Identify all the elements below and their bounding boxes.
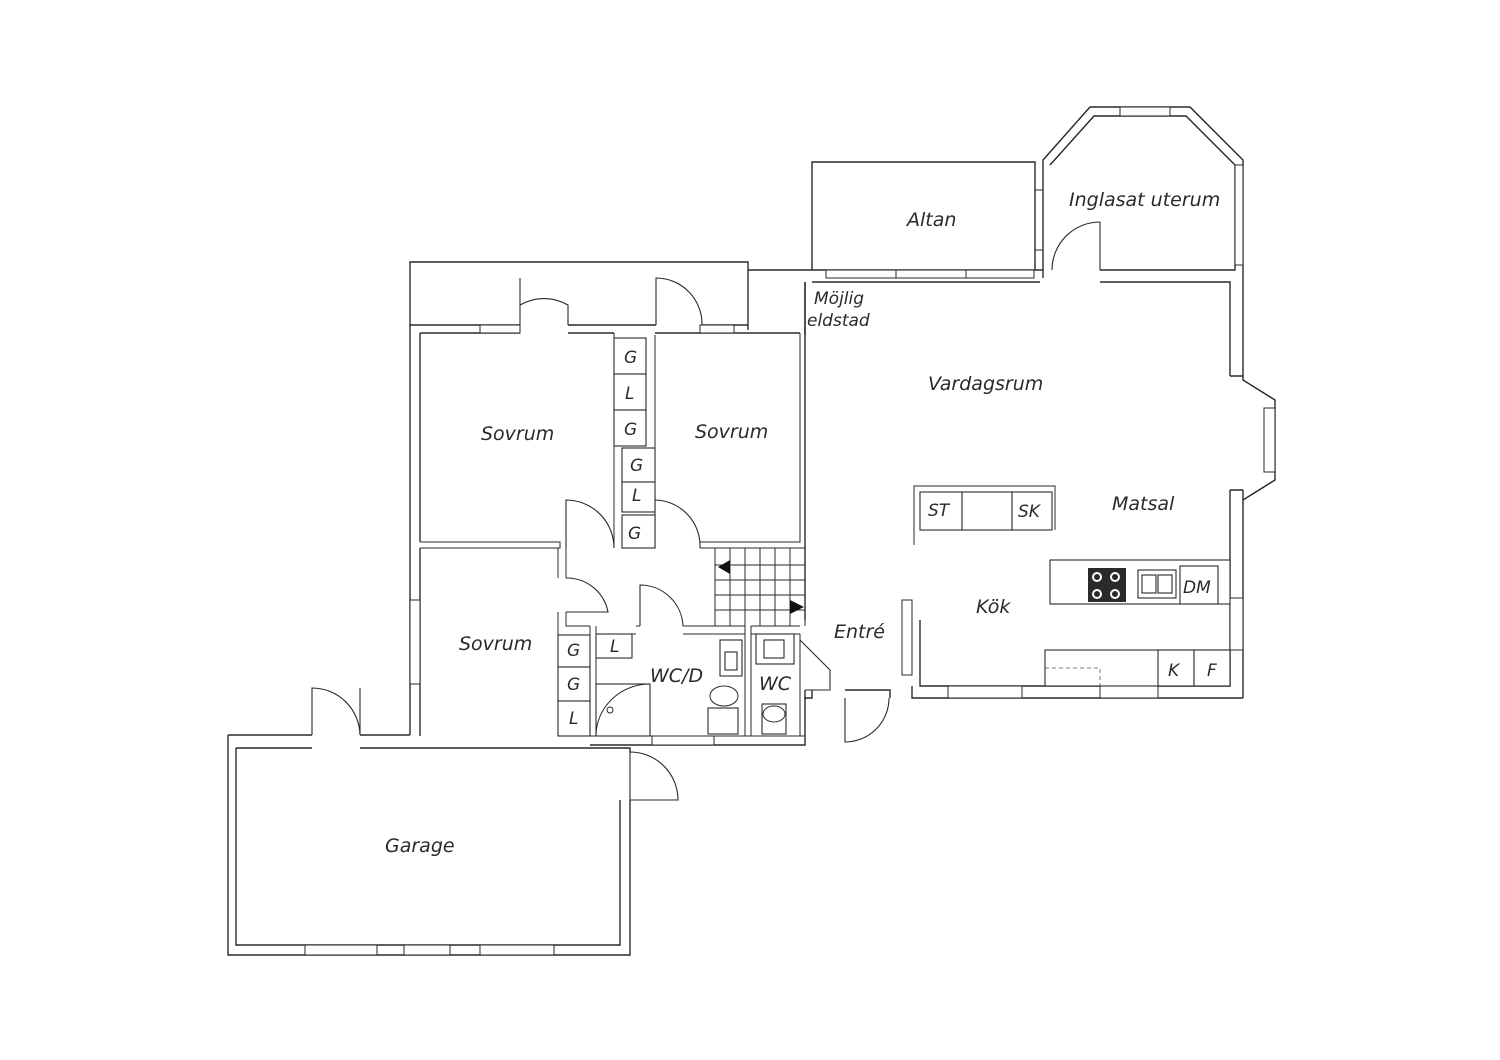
label-vardagsrum: Vardagsrum — [928, 373, 1043, 395]
closet-label: L — [632, 486, 641, 506]
room-labels: Altan Inglasat uterum Möjlig eldstad Var… — [385, 189, 1220, 857]
doors — [311, 221, 1101, 801]
closet-label: G — [624, 420, 637, 440]
fridge-label: K — [1168, 661, 1181, 681]
closet-label: G — [630, 456, 643, 476]
label-eldstad-2: eldstad — [807, 311, 870, 331]
dishwasher-label: DM — [1183, 578, 1211, 598]
label-wc: WC — [759, 673, 792, 695]
fixture-labels: G L G G L G G G L L ST SK DM K F — [567, 348, 1217, 729]
label-sovrum-2: Sovrum — [695, 421, 768, 443]
label-wcd: WC/D — [650, 665, 703, 687]
closet-label: L — [610, 637, 619, 657]
label-altan: Altan — [905, 209, 956, 231]
closet-label: L — [569, 709, 578, 729]
island-stove-label: ST — [928, 501, 951, 521]
label-uterum: Inglasat uterum — [1069, 189, 1220, 211]
windows — [304, 106, 1276, 956]
label-kok: Kök — [976, 596, 1011, 618]
freezer-label: F — [1207, 661, 1217, 681]
closet-label: G — [624, 348, 637, 368]
island-cabinet-label: SK — [1018, 502, 1042, 522]
closet-label: G — [567, 675, 580, 695]
label-sovrum-3: Sovrum — [459, 633, 532, 655]
exterior-walls — [227, 106, 1276, 956]
label-matsal: Matsal — [1112, 493, 1175, 515]
closet-label: L — [625, 384, 634, 404]
label-garage: Garage — [385, 835, 455, 857]
label-entre: Entré — [834, 621, 885, 643]
closet-label: G — [628, 524, 641, 544]
label-sovrum-1: Sovrum — [481, 423, 554, 445]
fixtures — [557, 337, 1231, 737]
closet-label: G — [567, 641, 580, 661]
label-eldstad-1: Möjlig — [814, 289, 864, 309]
